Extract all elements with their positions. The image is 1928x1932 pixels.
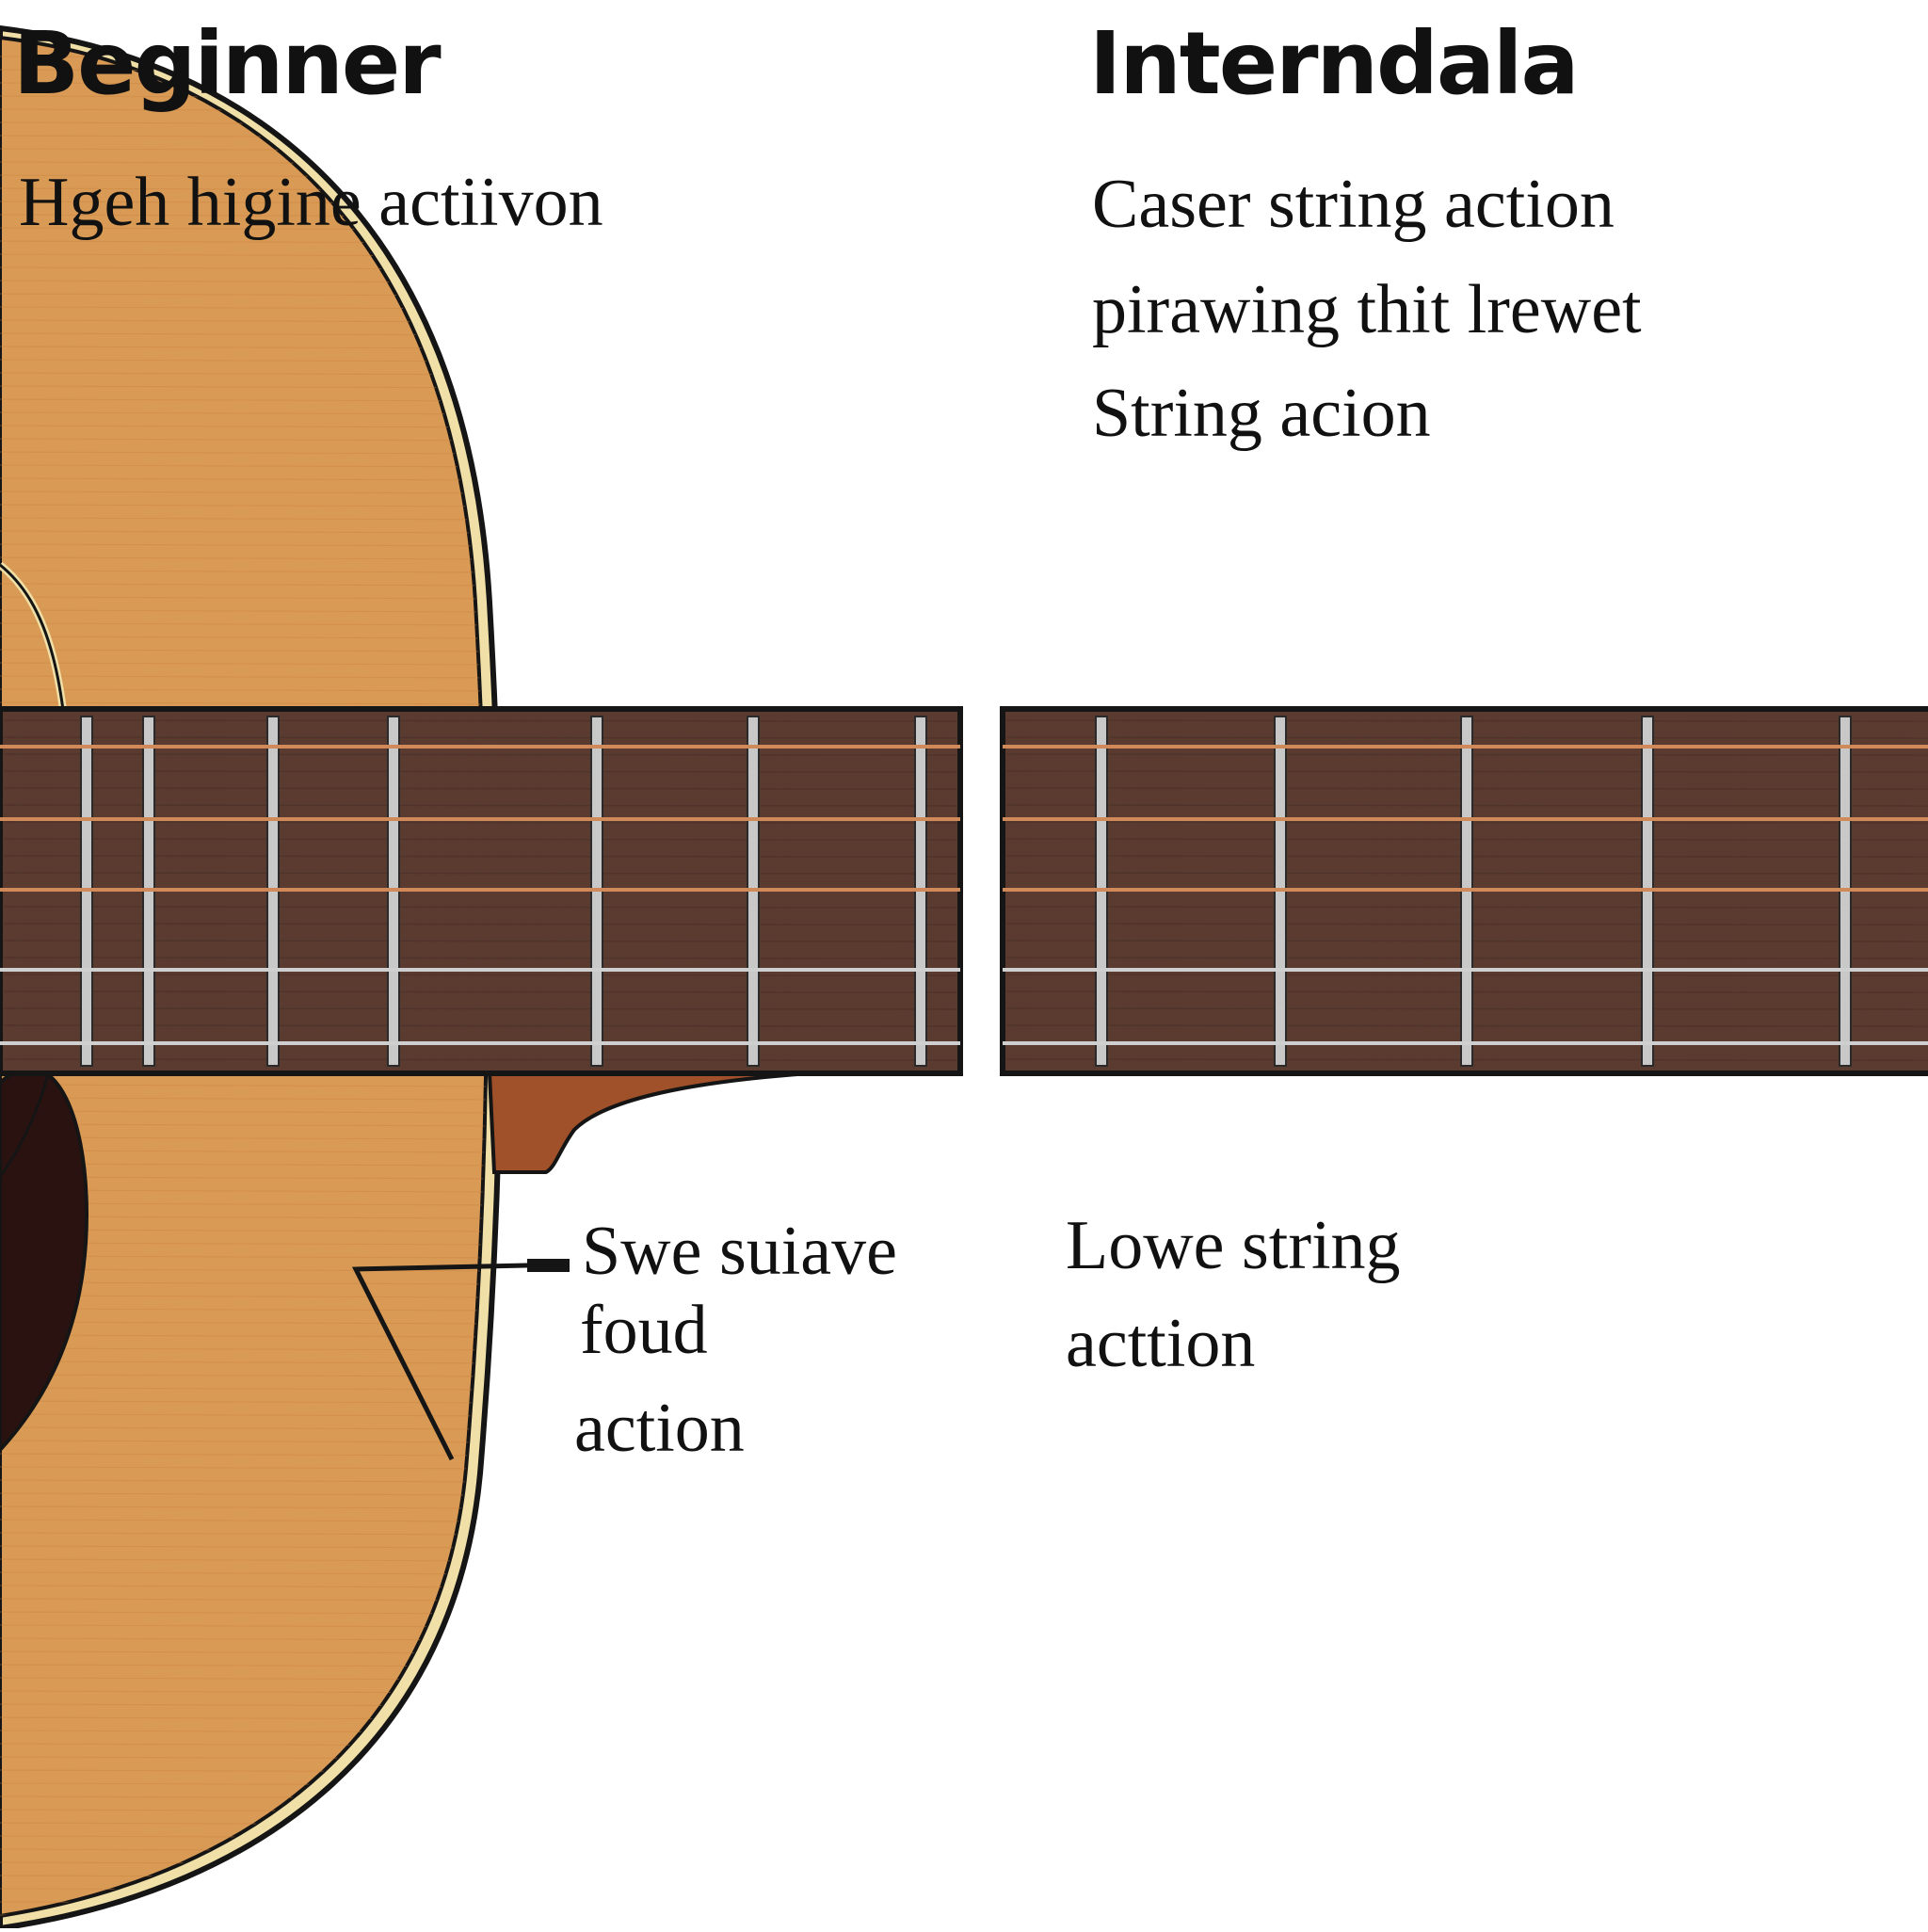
fretboard-right <box>1003 709 1928 1073</box>
left-callout-line-1: Swe suiave <box>582 1216 897 1286</box>
neck-heel <box>490 1073 810 1172</box>
right-caption-line-1: Caser string action <box>1092 169 1615 239</box>
fretboard-left <box>0 709 960 1073</box>
right-caption-line-2: pirawing thit lrewet <box>1092 275 1642 345</box>
callout-pointer-tab <box>527 1259 570 1272</box>
right-callout-line-1: Lowe string <box>1066 1211 1401 1280</box>
right-heading: Interndala <box>1089 21 1578 107</box>
left-callout-line-3: action <box>574 1393 745 1463</box>
right-callout-line-2: acttion <box>1066 1309 1255 1378</box>
left-callout-line-2: foud <box>580 1296 708 1365</box>
left-heading: Beginner <box>13 21 440 107</box>
left-caption: Hgeh higine actiivon <box>19 168 603 237</box>
right-caption-line-3: String acion <box>1092 378 1431 448</box>
